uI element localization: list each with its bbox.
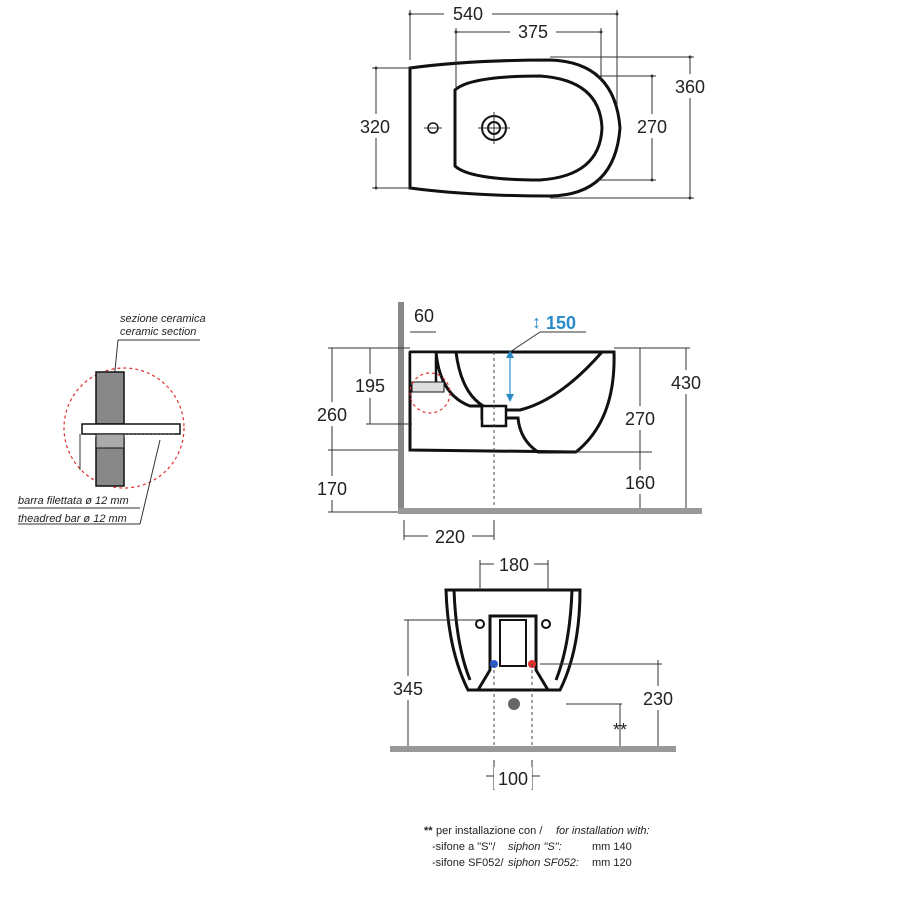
- note-line3-val: mm 120: [592, 857, 632, 869]
- dim-345: 345: [393, 679, 423, 699]
- dim-430: 430: [671, 373, 701, 393]
- detail-circle: [63, 367, 185, 489]
- note-line1: per installazione con /: [436, 825, 543, 837]
- side-view: ↕ 150 60 260 195 170 430 270 160 22: [312, 302, 708, 547]
- dim-170: 170: [317, 479, 347, 499]
- note-line2: -sifone a "S"/: [432, 841, 496, 853]
- note-line1-en: for installation with:: [556, 825, 650, 837]
- dim-540: 540: [453, 4, 483, 24]
- note-mark: **: [424, 825, 433, 837]
- dim-260: 260: [317, 405, 347, 425]
- wall: [398, 302, 404, 514]
- detail-bar-it: barra filettata ø 12 mm: [18, 495, 129, 507]
- top-view-bowl: [453, 74, 604, 182]
- dim-270-side: 270: [625, 409, 655, 429]
- dim-star: **: [613, 720, 627, 740]
- dim-100: 100: [498, 769, 528, 789]
- front-fixing-left: [475, 619, 485, 629]
- note-line3-en: siphon SF052:: [508, 857, 579, 869]
- detail-section-en: ceramic section: [120, 326, 196, 338]
- front-floor: [390, 746, 676, 752]
- detail-section-it: sezione ceramica: [120, 313, 206, 325]
- dim-230: 230: [643, 689, 673, 709]
- dim-180: 180: [499, 555, 529, 575]
- dim-270-top: 270: [637, 117, 667, 137]
- top-view-outline: [408, 58, 622, 198]
- detail-bar-en: theadred bar ø 12 mm: [18, 513, 127, 525]
- note-line2-val: mm 140: [592, 841, 632, 853]
- front-fixing-right: [541, 619, 551, 629]
- dim-150: 150: [546, 313, 576, 333]
- notes: ** per installazione con / for installat…: [424, 825, 650, 869]
- dim-160: 160: [625, 473, 655, 493]
- dim-60: 60: [414, 306, 434, 326]
- detail-view: sezione ceramica ceramic section barra f…: [18, 313, 206, 525]
- dim-360: 360: [675, 77, 705, 97]
- drain-outlet: [508, 698, 520, 710]
- dim-195: 195: [355, 376, 385, 396]
- dim-320: 320: [360, 117, 390, 137]
- dim-150-icon: ↕: [532, 312, 541, 332]
- side-floor: [398, 508, 702, 514]
- top-view: 540 375 320 360 270: [355, 2, 712, 200]
- dim-220: 220: [435, 527, 465, 547]
- note-line2-en: siphon "S":: [508, 841, 562, 853]
- front-view: 180 345 230 ** 100: [386, 553, 680, 790]
- dim-375: 375: [518, 22, 548, 42]
- note-line3: -sifone SF052/: [432, 857, 504, 869]
- side-detail-circle: [409, 372, 451, 414]
- side-bidet-body: [410, 350, 616, 454]
